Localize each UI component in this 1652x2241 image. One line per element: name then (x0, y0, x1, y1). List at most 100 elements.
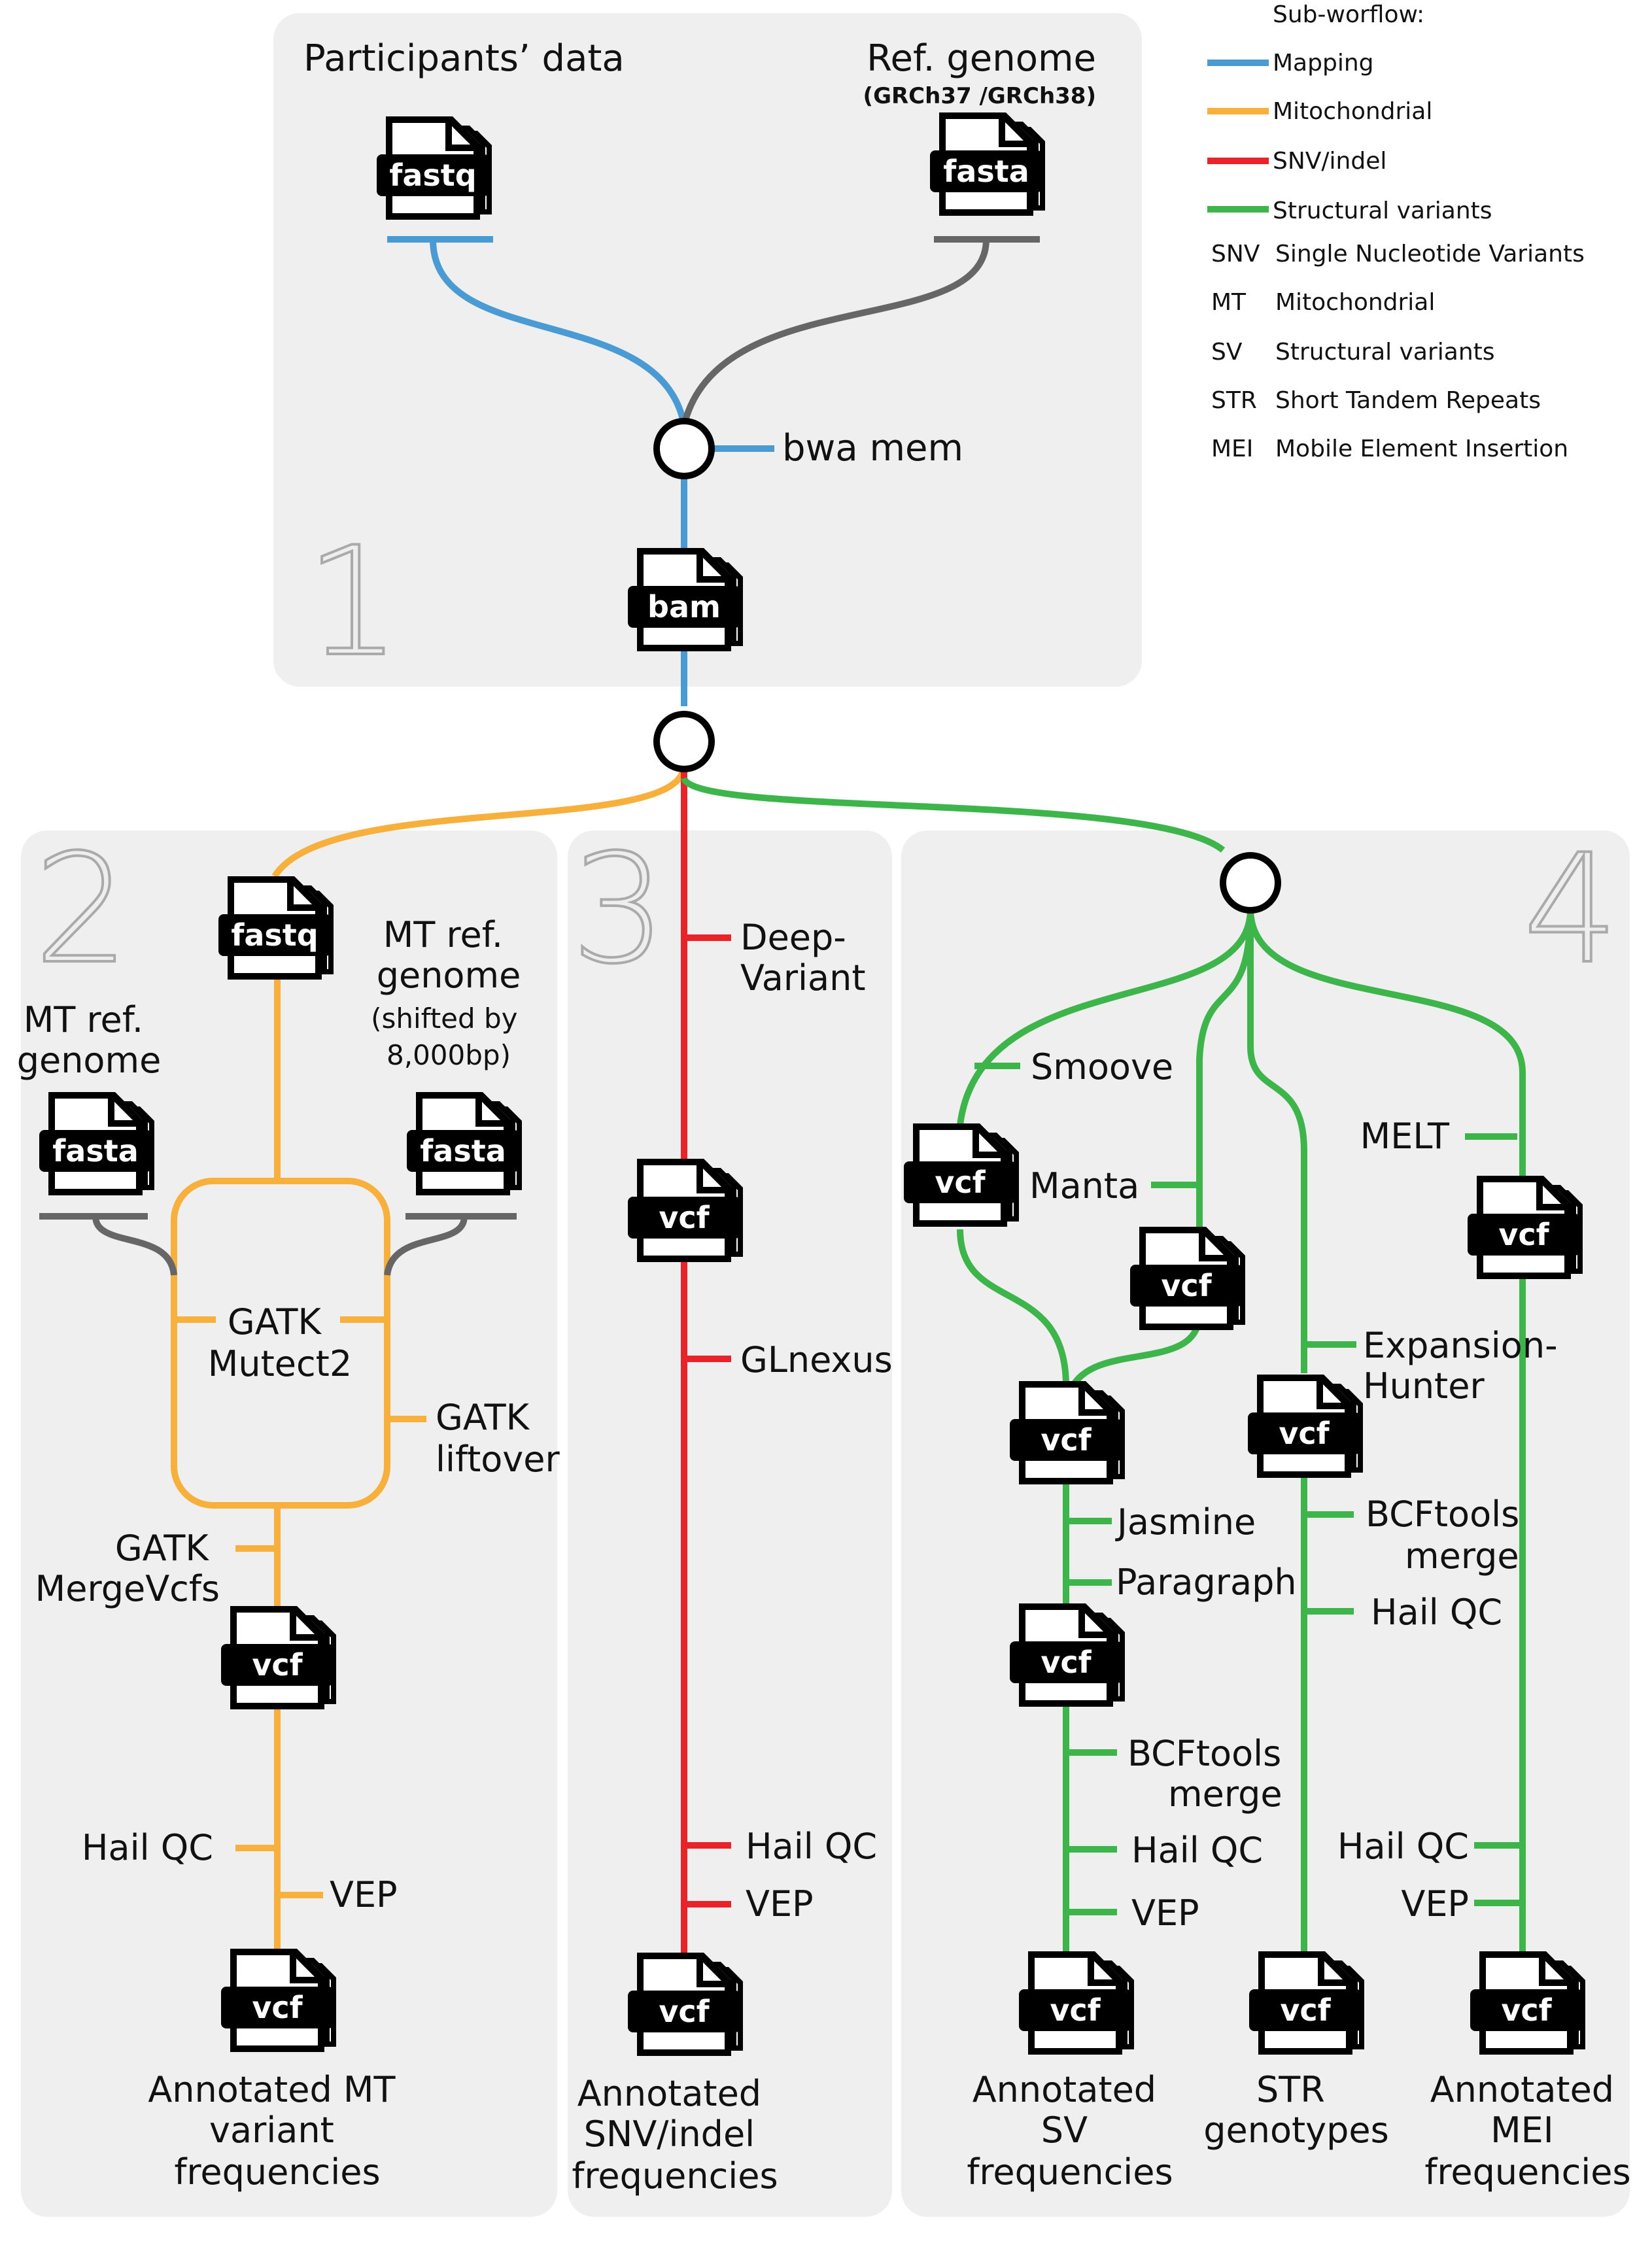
file-fasta-ref: fasta (930, 112, 1045, 216)
tool-hail-qc-mt: Hail QC (82, 1827, 213, 1868)
abbr-mei-meaning: Mobile Element Insertion (1275, 436, 1568, 462)
mt-ref-connectors (39, 1213, 517, 1276)
tool-vep-snv: VEP (746, 1883, 814, 1925)
tool-vep-sv: VEP (1131, 1892, 1199, 1934)
tool-gatk-mutect2: GATK Mutect2 (208, 1301, 352, 1384)
tool-manta: Manta (1029, 1165, 1139, 1206)
split-node (653, 711, 715, 772)
output-mei-label: Annotated MEI frequencies (1424, 2069, 1630, 2193)
tool-smoove: Smoove (1031, 1046, 1173, 1087)
svg-text:vcf: vcf (935, 1165, 986, 1200)
tool-expansionhunter: Expansion- Hunter (1363, 1325, 1569, 1407)
tool-gatk-mergevcfs: GATK MergeVcfs (35, 1528, 220, 1609)
file-fasta-mt-right: fasta (407, 1092, 522, 1195)
mito-connectors (171, 764, 687, 1962)
svg-text:vcf: vcf (1161, 1268, 1212, 1303)
abbr-str: STR (1211, 387, 1257, 414)
abbr-mt: MT (1211, 289, 1247, 316)
file-vcf-snv-annotated: vcf (628, 1953, 743, 2056)
ref-genome-title: Ref. genome (867, 37, 1096, 80)
file-vcf-mt-annotated: vcf (221, 1949, 336, 2052)
tool-hail-qc-snv: Hail QC (746, 1826, 877, 1867)
tool-bcftools-merge-sv: BCFtools merge (1127, 1733, 1292, 1815)
abbr-str-meaning: Short Tandem Repeats (1275, 387, 1541, 414)
file-vcf-paragraph: vcf (1010, 1603, 1125, 1707)
tool-gatk-liftover: GATK liftover (436, 1397, 560, 1480)
tool-vep-mei: VEP (1401, 1883, 1469, 1925)
svg-text:vcf: vcf (252, 1647, 303, 1683)
legend-label-mito: Mitochondrial (1273, 98, 1432, 125)
svg-text:fasta: fasta (52, 1133, 138, 1169)
file-vcf-manta: vcf (1130, 1227, 1245, 1330)
tool-glnexus: GLnexus (740, 1339, 893, 1380)
tool-bcftools-merge-str: BCFtools merge (1366, 1494, 1530, 1577)
svg-text:vcf: vcf (659, 1200, 710, 1235)
legend: Sub-worflow: Mapping Mitochondrial SNV/i… (1207, 1, 1585, 462)
svg-text:fasta: fasta (420, 1133, 506, 1169)
tool-hail-qc-mei: Hail QC (1337, 1826, 1469, 1867)
svg-text:vcf: vcf (1280, 1993, 1331, 2028)
output-mt-label: Annotated MT variant frequencies (148, 2069, 406, 2193)
svg-text:vcf: vcf (659, 1994, 710, 2029)
tool-vep-mt: VEP (330, 1874, 398, 1915)
file-vcf-expansionhunter: vcf (1248, 1375, 1363, 1478)
mt-ref-right-title: MT ref. genome (377, 914, 521, 996)
panel-number-2: 2 (34, 823, 129, 997)
participants-label: Participants’ data (303, 37, 625, 80)
panel-4 (901, 830, 1630, 2217)
svg-text:fastq: fastq (389, 158, 476, 193)
abbr-sv: SV (1211, 339, 1243, 366)
svg-text:vcf: vcf (252, 1990, 303, 2025)
svg-text:vcf: vcf (1050, 1993, 1101, 2028)
output-sv-label: Annotated SV frequencies (967, 2069, 1173, 2193)
file-fastq-participants: fastq (377, 116, 492, 220)
tool-hail-qc-str: Hail QC (1371, 1592, 1502, 1633)
tool-paragraph: Paragraph (1116, 1562, 1297, 1603)
tool-melt: MELT (1360, 1116, 1450, 1157)
file-bam: bam (628, 548, 743, 651)
bwa-node (653, 418, 715, 479)
output-snv-label: Annotated SNV/indel frequencies (572, 2073, 778, 2197)
file-vcf-melt: vcf (1468, 1176, 1583, 1279)
legend-title: Sub-worflow: (1273, 1, 1424, 28)
svg-text:vcf: vcf (1498, 1217, 1549, 1252)
file-vcf-mei-annotated: vcf (1470, 1951, 1585, 2055)
sv-connectors (681, 776, 1526, 1962)
file-vcf-str: vcf (1249, 1951, 1364, 2055)
file-vcf-jasmine: vcf (1010, 1381, 1125, 1484)
file-vcf-mt-merged: vcf (221, 1606, 336, 1709)
legend-label-sv: Structural variants (1273, 197, 1492, 224)
tool-hail-qc-sv: Hail QC (1131, 1830, 1263, 1871)
sv-split-node (1220, 852, 1281, 914)
mt-ref-right-sub: (shifted by 8,000bp) (371, 1002, 526, 1071)
svg-text:vcf: vcf (1041, 1422, 1092, 1458)
file-fasta-mt-left: fasta (39, 1092, 154, 1195)
mt-ref-left-title: MT ref. genome (17, 999, 162, 1081)
tool-bwa-mem: bwa mem (782, 427, 963, 470)
legend-label-mapping: Mapping (1273, 50, 1374, 77)
abbr-mt-meaning: Mitochondrial (1275, 289, 1435, 316)
svg-text:fasta: fasta (943, 154, 1029, 189)
file-fastq-mt: fastq (218, 876, 334, 980)
file-vcf-deepvariant: vcf (628, 1159, 743, 1262)
svg-text:vcf: vcf (1041, 1645, 1092, 1680)
panel-number-3: 3 (571, 823, 666, 997)
svg-text:fastq: fastq (231, 917, 318, 953)
abbr-snv: SNV (1211, 241, 1260, 267)
svg-text:vcf: vcf (1501, 1993, 1552, 2028)
abbr-mei: MEI (1211, 436, 1253, 462)
svg-text:bam: bam (647, 589, 721, 624)
mapping-connectors (387, 236, 1040, 706)
legend-label-snv: SNV/indel (1273, 148, 1386, 175)
panel-number-1: 1 (305, 515, 401, 690)
panel-number-4: 4 (1523, 823, 1619, 997)
tool-deepvariant: Deep- Variant (740, 917, 866, 999)
tool-jasmine: Jasmine (1115, 1501, 1256, 1543)
snv-connectors (681, 765, 731, 1968)
file-vcf-smoove: vcf (904, 1123, 1019, 1227)
ref-genome-sub: (GRCh37 /GRCh38) (863, 83, 1096, 109)
output-str-label: STR genotypes (1203, 2069, 1389, 2151)
abbr-sv-meaning: Structural variants (1275, 339, 1495, 366)
abbr-snv-meaning: Single Nucleotide Variants (1275, 241, 1585, 267)
